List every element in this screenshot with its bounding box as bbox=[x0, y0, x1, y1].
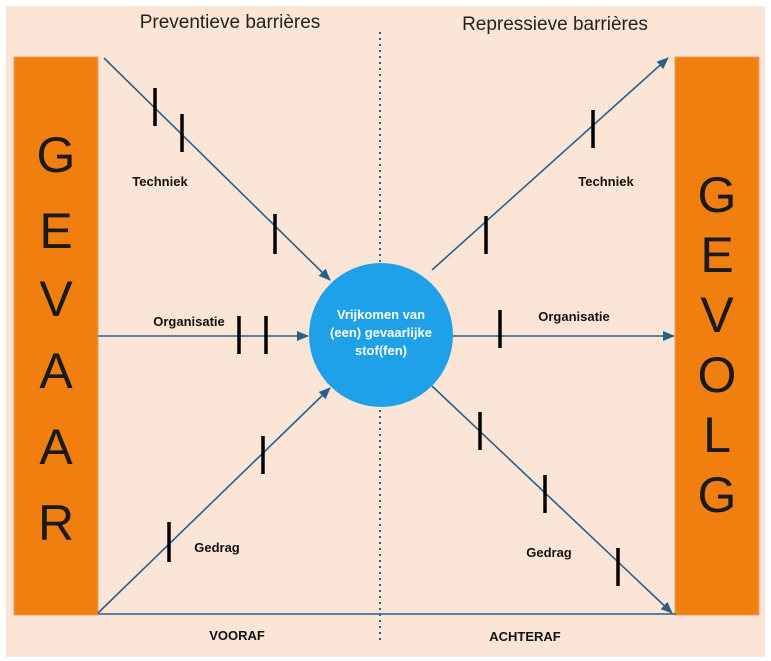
central-event-line-1: Vrijkomen van bbox=[337, 307, 425, 322]
footer-vooraf: VOORAF bbox=[209, 628, 265, 643]
heading-repressive: Repressieve barrières bbox=[462, 14, 648, 35]
heading-preventive: Preventieve barrières bbox=[140, 12, 321, 33]
barrier-marks bbox=[153, 88, 620, 586]
hazard-block bbox=[13, 56, 99, 616]
hazard-letter: A bbox=[39, 343, 73, 399]
arrow-gedrag-left bbox=[97, 387, 331, 614]
hazard-letter: V bbox=[39, 271, 73, 327]
hazard-letter: A bbox=[39, 419, 73, 475]
consequence-letters: G E V O L G bbox=[698, 167, 737, 523]
consequence-letter: E bbox=[700, 227, 733, 283]
central-event-line-2: (een) gevaarlijke bbox=[330, 325, 432, 340]
label-gedrag-right: Gedrag bbox=[526, 545, 572, 560]
footer-achteraf: ACHTERAF bbox=[489, 629, 561, 644]
arrow-techniek-left bbox=[103, 57, 331, 281]
central-event-circle bbox=[309, 263, 453, 407]
central-event-line-3: stof(fen) bbox=[355, 343, 407, 358]
hazard-letters: G E V A A R bbox=[37, 127, 76, 551]
arrow-gedrag-right bbox=[431, 385, 673, 614]
arrows bbox=[97, 57, 676, 615]
consequence-letter: G bbox=[698, 167, 737, 223]
hazard-letter: E bbox=[39, 203, 72, 259]
label-techniek-right: Techniek bbox=[578, 174, 634, 189]
arrow-techniek-right bbox=[431, 57, 669, 271]
hazard-letter: G bbox=[37, 127, 76, 183]
label-techniek-left: Techniek bbox=[132, 174, 188, 189]
consequence-letter: O bbox=[698, 347, 737, 403]
label-gedrag-left: Gedrag bbox=[194, 540, 240, 555]
label-organisatie-right: Organisatie bbox=[538, 309, 610, 324]
label-organisatie-left: Organisatie bbox=[153, 314, 225, 329]
consequence-letter: V bbox=[700, 287, 734, 343]
consequence-letter: L bbox=[703, 407, 731, 463]
consequence-block bbox=[674, 56, 760, 616]
consequence-letter: G bbox=[698, 467, 737, 523]
hazard-letter: R bbox=[38, 495, 74, 551]
